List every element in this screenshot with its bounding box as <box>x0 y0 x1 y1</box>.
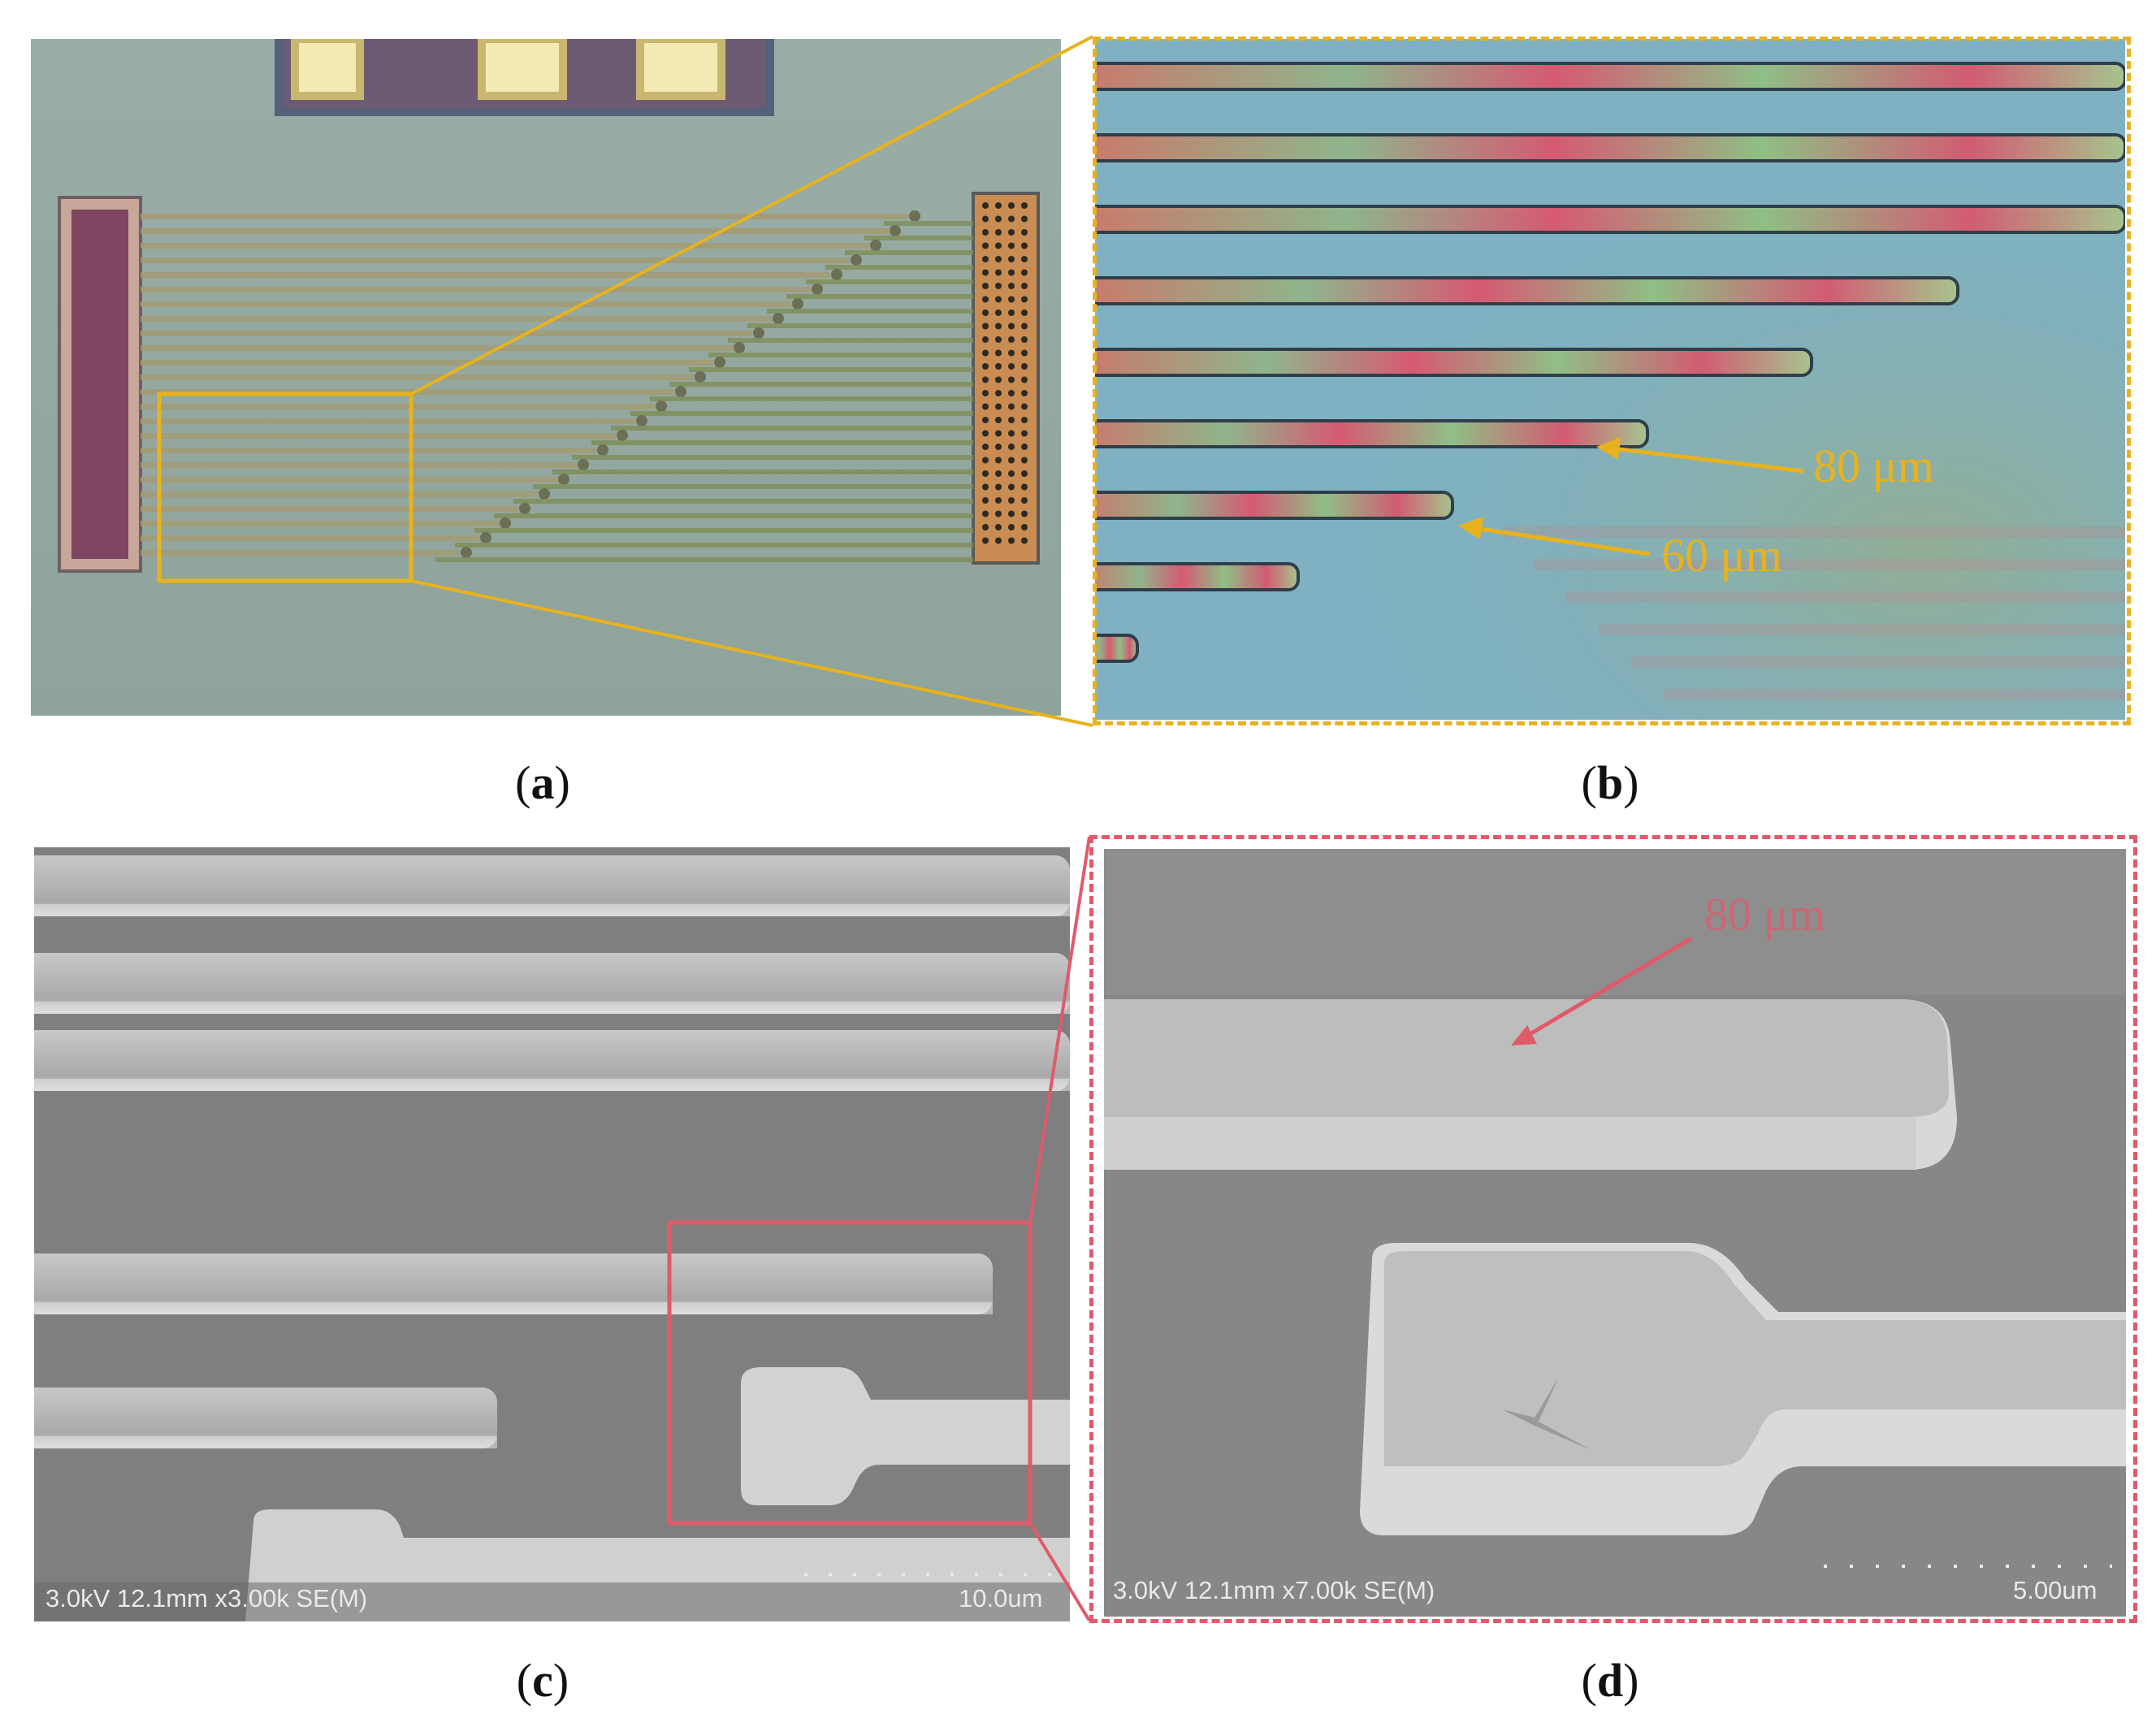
panel-c-sem-info: 3.0kV 12.1mm x3.00k SE(M) <box>45 1584 368 1613</box>
label-80um: 80 μm <box>1813 439 1934 492</box>
panel-d-sem-info: 3.0kV 12.1mm x7.00k SE(M) <box>1113 1576 1435 1604</box>
panel-b-optical-zoom <box>1095 39 2125 720</box>
panel-d-label-80um: 80 μm <box>1704 888 1825 941</box>
panel-a-optical-image <box>31 39 1061 716</box>
panel-c-scale-label: 10.0um <box>959 1584 1043 1613</box>
caption-d: (d) <box>1581 1654 1639 1707</box>
label-60um: 60 μm <box>1661 529 1782 582</box>
panel-d-scale-label: 5.00um <box>2013 1576 2098 1604</box>
panel-c-sem-image <box>34 847 1070 1621</box>
caption-c: (c) <box>516 1654 569 1707</box>
panel-d-sem-zoom <box>1104 849 2126 1617</box>
caption-b: (b) <box>1581 756 1639 809</box>
caption-a: (a) <box>515 756 570 809</box>
